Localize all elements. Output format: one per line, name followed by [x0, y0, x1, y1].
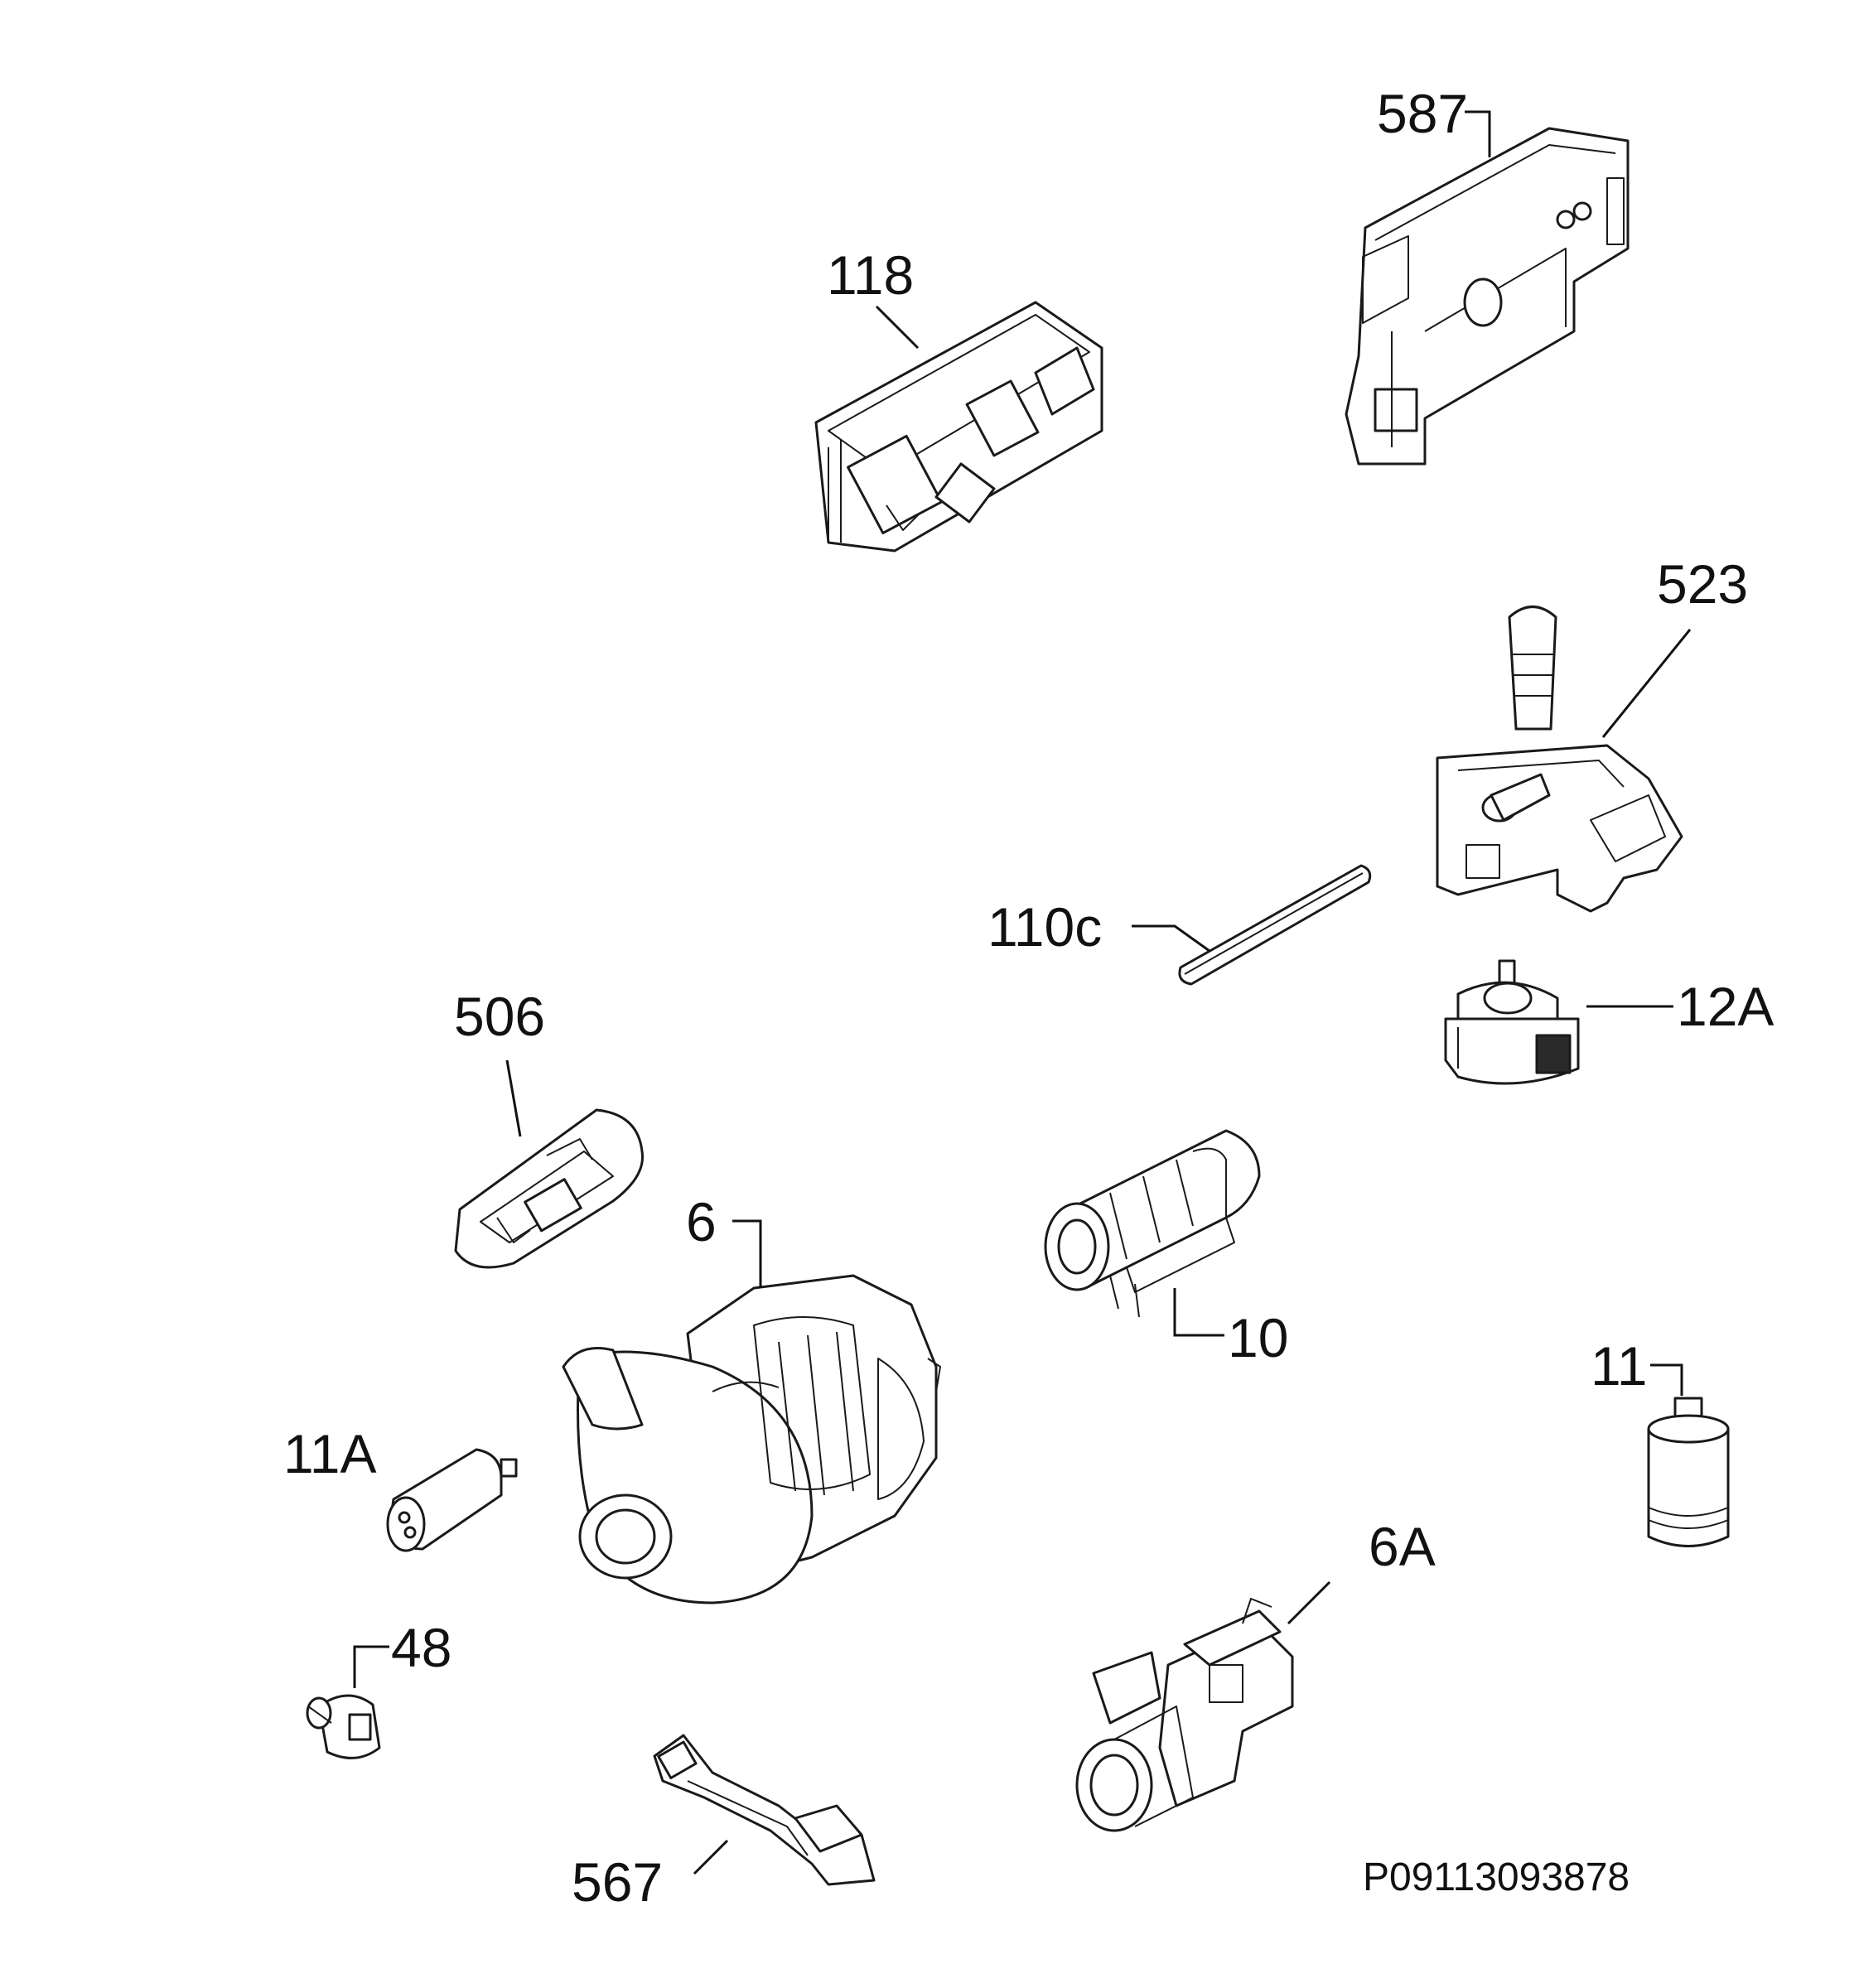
label-587: 587: [1377, 83, 1468, 144]
part-10-heater: [1044, 1129, 1261, 1318]
leader-118: [875, 305, 920, 350]
leader-10: [1173, 1288, 1224, 1337]
leader-587: [1465, 110, 1491, 157]
label-10: 10: [1228, 1307, 1288, 1368]
label-11: 11: [1591, 1335, 1648, 1397]
leader-6: [732, 1219, 762, 1288]
leader-110c: [1132, 924, 1210, 953]
leader-523: [1601, 629, 1692, 738]
part-6a-drain-pump: [1075, 1598, 1294, 1832]
label-567: 567: [572, 1851, 663, 1913]
label-12a: 12A: [1677, 976, 1774, 1037]
leader-567: [693, 1839, 729, 1875]
part-523-valve-assembly: [1436, 606, 1683, 913]
leader-48: [353, 1645, 389, 1688]
part-11-capacitor: [1647, 1397, 1730, 1547]
label-523: 523: [1657, 553, 1748, 615]
leader-506: [505, 1059, 522, 1137]
part-48-connector: [306, 1694, 381, 1759]
label-506: 506: [454, 986, 545, 1047]
reference-code: P09113093878: [1363, 1855, 1630, 1899]
label-110c: 110c: [987, 896, 1102, 958]
part-567-bracket: [653, 1734, 876, 1886]
part-587-electronic-module: [1345, 127, 1630, 466]
label-118: 118: [827, 244, 914, 306]
leader-11: [1650, 1363, 1683, 1396]
part-6-circulation-pump: [562, 1274, 941, 1604]
label-6: 6: [686, 1191, 717, 1252]
part-506-clip: [454, 1108, 645, 1269]
part-11a-small-capacitor: [386, 1448, 518, 1552]
label-48: 48: [391, 1617, 451, 1678]
part-12a-pressure-switch: [1444, 959, 1580, 1085]
part-110c-rod: [1178, 864, 1372, 986]
label-11a: 11A: [283, 1423, 377, 1484]
label-6a: 6A: [1369, 1516, 1436, 1577]
leader-6a: [1287, 1580, 1331, 1625]
part-118-control-board: [814, 301, 1103, 552]
